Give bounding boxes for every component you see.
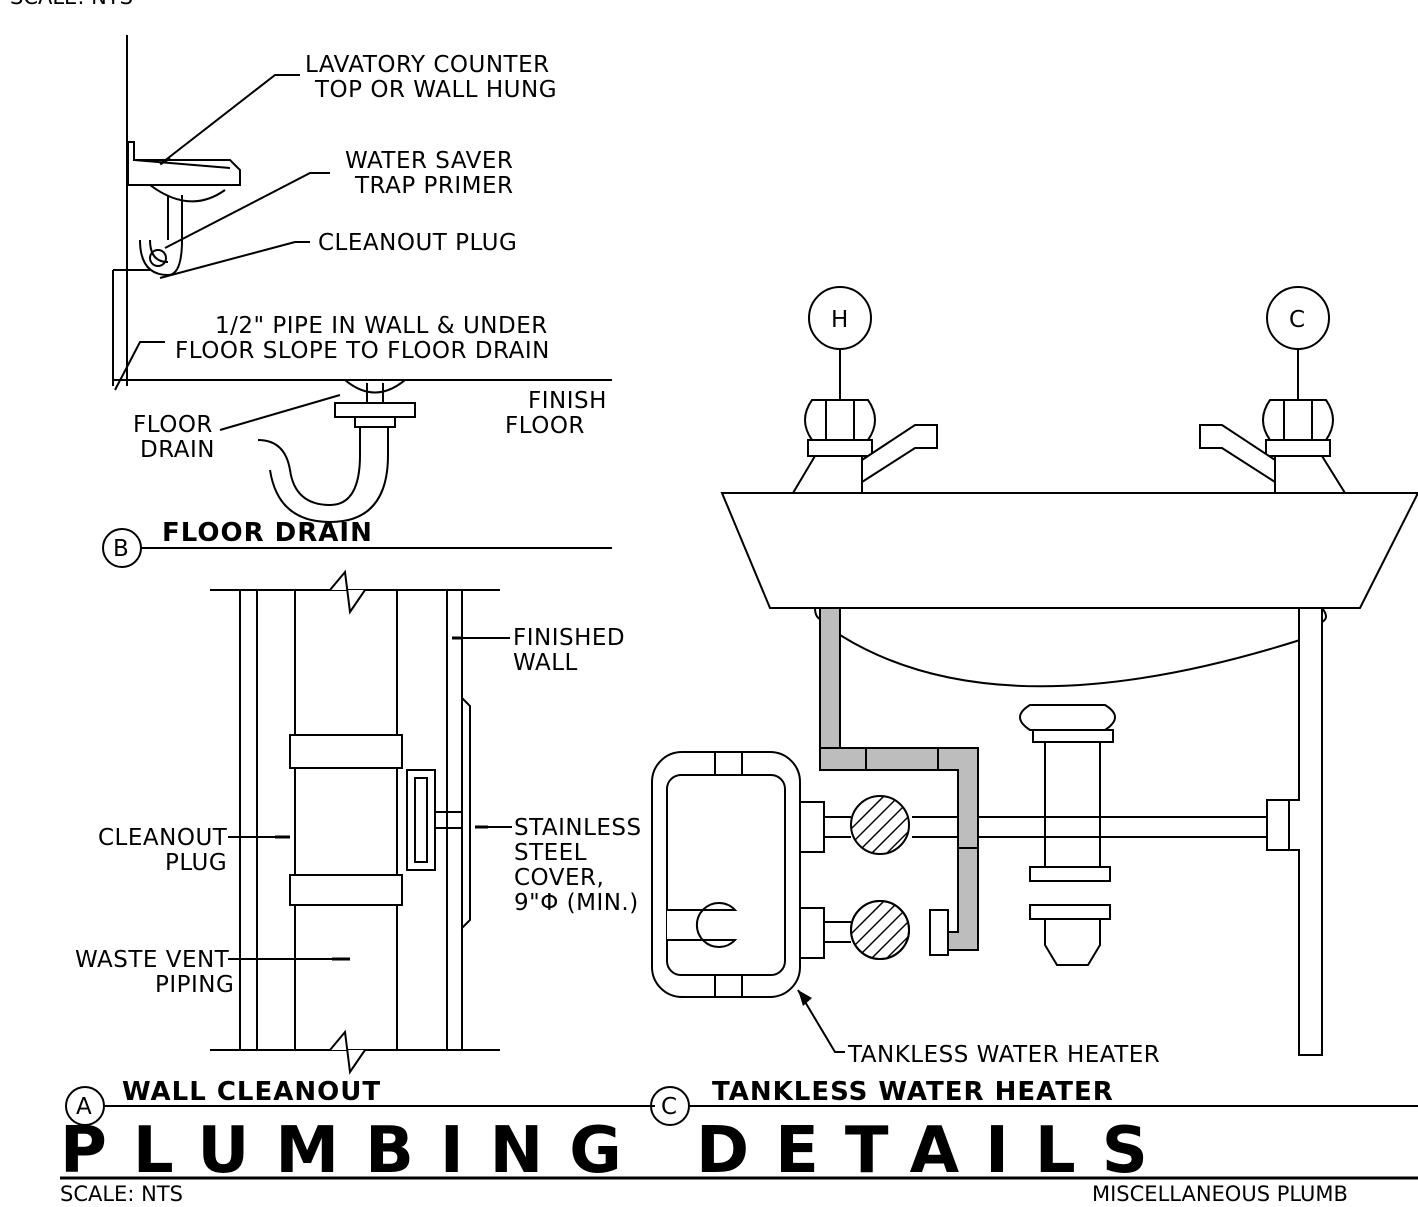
label-lavatory-1: LAVATORY COUNTER xyxy=(305,52,550,78)
heater-fitting-lower xyxy=(799,907,825,959)
detail-b-marker: B xyxy=(113,536,129,562)
detail-c-marker: C xyxy=(661,1094,678,1120)
top-scale-label: SCALE: NTS xyxy=(10,0,133,9)
valve-lower-hatch xyxy=(851,901,909,959)
label-finished-wall-2: WALL xyxy=(513,650,578,676)
hot-label: H xyxy=(831,307,849,333)
detail-a-title: WALL CLEANOUT xyxy=(122,1077,381,1107)
drain-flange xyxy=(1019,704,1116,731)
leader-lavatory-tick xyxy=(159,156,171,166)
detail-a-wall-cleanout: FINISHED WALL STAINLESS STEEL COVER, 9"Φ… xyxy=(65,569,655,1126)
lower-union xyxy=(929,909,949,956)
label-finished-wall-1: FINISHED xyxy=(513,625,625,651)
floor-drain-body xyxy=(344,379,406,394)
label-stainless-4: 9"Φ (MIN.) xyxy=(514,890,639,916)
leader-heater-arrow xyxy=(798,990,812,1006)
cold-valve-body xyxy=(1262,399,1334,441)
floor-drain-grate xyxy=(334,402,416,418)
cold-spout xyxy=(1199,424,1276,484)
hot-valve-nut xyxy=(807,439,873,457)
floor-drain-collar xyxy=(354,416,396,428)
support-leg xyxy=(1282,607,1323,1056)
tankless-heater-inner xyxy=(666,774,786,976)
lavatory-bowl xyxy=(149,184,226,203)
label-cleanout-plug: CLEANOUT PLUG xyxy=(318,230,517,256)
valve-upper xyxy=(850,795,910,855)
drain-nut xyxy=(1032,729,1114,743)
detail-b-floor-drain: LAVATORY COUNTER TOP OR WALL HUNG WATER … xyxy=(102,35,612,568)
floor-drain-trap xyxy=(257,427,389,524)
label-heater: TANKLESS WATER HEATER xyxy=(847,1042,1160,1068)
detail-c-tankless-heater: H C xyxy=(650,286,1418,1126)
leader-heater xyxy=(797,989,845,1053)
slip-nut-1 xyxy=(1029,866,1111,882)
label-water-saver-2: TRAP PRIMER xyxy=(354,173,514,199)
sheet-scale: SCALE: NTS xyxy=(60,1182,183,1206)
sink-bowl xyxy=(839,634,1301,688)
label-water-saver-1: WATER SAVER xyxy=(345,148,513,174)
label-finish-floor-2: FLOOR xyxy=(505,413,585,439)
label-floor-drain-1: FLOOR xyxy=(133,412,213,438)
label-lavatory-2: TOP OR WALL HUNG xyxy=(314,77,557,103)
slip-nut-2 xyxy=(1029,904,1111,920)
sink-top xyxy=(720,492,1418,609)
label-stainless-1: STAINLESS xyxy=(514,815,642,841)
cold-valve-base xyxy=(1274,455,1347,494)
hot-spout xyxy=(861,424,938,484)
label-cleanout-1: CLEANOUT xyxy=(98,825,228,851)
label-finish-floor-1: FINISH xyxy=(528,388,607,414)
leader-cleanout xyxy=(159,241,310,279)
cleanout-fitting xyxy=(289,734,403,906)
heater-fitting-upper xyxy=(799,801,825,853)
hot-valve-base xyxy=(791,455,863,494)
detail-c-title: TANKLESS WATER HEATER xyxy=(712,1077,1114,1107)
detail-a-marker: A xyxy=(76,1094,92,1120)
half-inch-pipe xyxy=(112,269,150,386)
cold-label: C xyxy=(1289,307,1306,333)
sheet-category: MISCELLANEOUS PLUMB xyxy=(1092,1182,1348,1206)
valve-lower-outline xyxy=(850,900,910,960)
leader-lavatory xyxy=(162,74,300,163)
cleanout-plug-inner xyxy=(414,777,428,863)
cold-valve-nut xyxy=(1265,439,1331,457)
break-top xyxy=(329,569,366,615)
label-stainless-2: STEEL xyxy=(514,840,587,866)
tailpiece-end xyxy=(1044,918,1101,966)
label-waste-2: PIPING xyxy=(155,972,234,998)
sink-lip xyxy=(814,607,1327,623)
stainless-cover xyxy=(461,695,471,931)
detail-b-title: FLOOR DRAIN xyxy=(162,518,373,548)
label-waste-1: WASTE VENT xyxy=(75,947,230,973)
counter-edge xyxy=(133,159,231,169)
label-floor-drain-2: DRAIN xyxy=(140,437,215,463)
insulated-hot-pipe xyxy=(819,607,979,951)
leader-pipe xyxy=(114,341,165,391)
tankless-heater-body xyxy=(651,751,801,998)
sheet-title: PLUMBING DETAILS xyxy=(60,1114,1174,1188)
union-fitting xyxy=(1266,799,1290,851)
label-pipe-2: FLOOR SLOPE TO FLOOR DRAIN xyxy=(175,338,550,364)
label-pipe-1: 1/2" PIPE IN WALL & UNDER xyxy=(215,313,548,339)
leader-floor-drain xyxy=(219,394,341,431)
label-cleanout-2: PLUG xyxy=(165,850,227,876)
cleanout-plug-circle xyxy=(149,249,167,267)
heater-element xyxy=(667,902,738,948)
break-bottom xyxy=(329,1029,366,1075)
leader-water-saver xyxy=(164,172,330,249)
trap-pipe xyxy=(139,195,183,277)
hot-valve-body xyxy=(804,399,876,441)
label-stainless-3: COVER, xyxy=(514,865,604,891)
